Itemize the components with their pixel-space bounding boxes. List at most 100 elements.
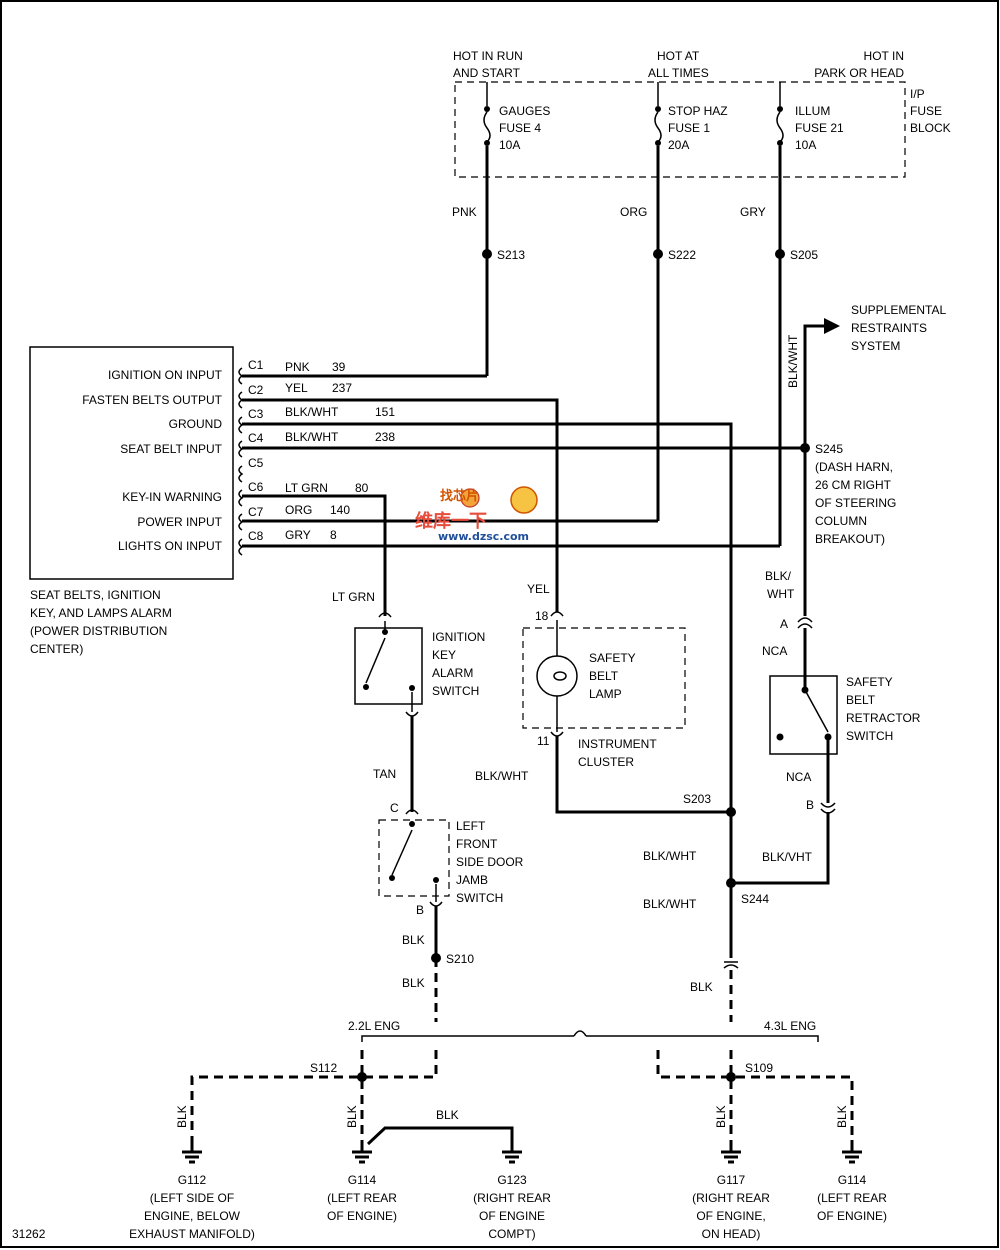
lamp-conn-bottom <box>550 731 564 737</box>
s245-note-5: BREAKOUT) <box>815 532 885 546</box>
engine-left-label: 2.2L ENG <box>348 1019 400 1033</box>
ground-g117-desc3: ON HEAD) <box>702 1227 761 1241</box>
retractor-label-3: RETRACTOR <box>846 711 921 725</box>
fuse-illum: ILLUM FUSE 21 10A <box>776 82 844 152</box>
fuse-illum-num: FUSE 21 <box>795 121 844 135</box>
ground-g112-id: G112 <box>178 1173 207 1187</box>
watermark-mascot-icon <box>510 486 538 514</box>
lamp-filament <box>553 671 567 681</box>
c6-circuit: 80 <box>355 481 369 495</box>
ground-g112-desc2: ENGINE, BELOW <box>144 1209 241 1223</box>
hot-park-line2: PARK OR HEAD <box>814 66 904 80</box>
connector-b-retractor <box>820 802 836 814</box>
ignition-switch-label-2: KEY <box>432 648 456 662</box>
alarm-module-box <box>29 346 234 580</box>
module-caption-1: SEAT BELTS, IGNITION <box>30 588 161 602</box>
connector-a <box>797 617 813 629</box>
door-contact-bottom <box>389 875 395 881</box>
hot-all-line2: ALL TIMES <box>648 66 709 80</box>
splice-s112 <box>357 1072 367 1082</box>
fuse-stop-num: FUSE 1 <box>668 121 710 135</box>
splice-s213-label: S213 <box>497 248 525 262</box>
wire-ground-right <box>656 1050 854 1140</box>
fuse-block-label-2: FUSE <box>910 104 942 118</box>
pin-label-c6: KEY-IN WARNING <box>122 490 222 504</box>
ign-contact-top <box>382 629 388 635</box>
splice-s203-label: S203 <box>683 792 711 806</box>
pin-label-c1: IGNITION ON INPUT <box>108 368 223 382</box>
splice-s245-label: S245 <box>815 442 843 456</box>
splice-s109 <box>726 1072 736 1082</box>
wire-label-blkwht-vertical: BLK/WHT <box>786 334 800 388</box>
fuse-stop-amp: 20A <box>668 138 689 152</box>
retractor-label-4: SWITCH <box>846 729 893 743</box>
instrument-cluster-box <box>522 627 686 729</box>
splice-s112-label: S112 <box>310 1061 337 1075</box>
door-contact-right <box>433 877 439 883</box>
door-conn-top <box>405 809 419 815</box>
retractor-blade <box>804 689 829 733</box>
ground-g114b-id: G114 <box>838 1173 867 1187</box>
ground-g112-desc1: (LEFT SIDE OF <box>150 1191 234 1205</box>
ground-g114b-desc2: OF ENGINE) <box>817 1209 887 1223</box>
wire-label-blkwht-mid: BLK/WHT <box>643 849 697 863</box>
ground-g123-desc1: (RIGHT REAR <box>473 1191 551 1205</box>
ground-g112-desc3: EXHAUST MANIFOLD) <box>129 1227 255 1241</box>
pin-c6: C6 <box>248 480 264 494</box>
fuse-gauges: GAUGES FUSE 4 10A <box>483 82 550 152</box>
pin-c2: C2 <box>248 383 264 397</box>
connector-b-door-label: B <box>416 903 424 917</box>
lamp-pin-top: 18 <box>535 609 549 623</box>
wire-label-pnk: PNK <box>452 205 477 219</box>
srs-line3: SYSTEM <box>851 339 900 353</box>
hot-all-line1: HOT AT <box>657 49 700 63</box>
c7-circuit: 140 <box>330 503 350 517</box>
watermark-cn: 维库一下 <box>415 510 487 532</box>
engine-bracket-right <box>586 1035 819 1042</box>
ground-g123-desc3: COMPT) <box>488 1227 535 1241</box>
retractor-contact-right <box>824 733 832 741</box>
connector-c-label: C <box>390 801 399 815</box>
lamp-label-3: LAMP <box>589 687 622 701</box>
hot-park-line1: HOT IN <box>864 49 904 63</box>
connector-s244-below <box>723 961 739 969</box>
safety-belt-lamp-bulb <box>536 655 578 697</box>
wire-label-blkwht-low: BLK/WHT <box>643 897 697 911</box>
ground-g123-desc2: OF ENGINE <box>479 1209 545 1223</box>
pin-c5: C5 <box>248 456 264 470</box>
pin-c4: C4 <box>248 431 264 445</box>
fuse-gauges-name: GAUGES <box>499 104 550 118</box>
pin-label-c3: GROUND <box>169 417 223 431</box>
pin-c8: C8 <box>248 529 264 543</box>
ground-symbol-g114-left <box>352 1140 372 1164</box>
ground-g123-id: G123 <box>497 1173 527 1187</box>
splice-s205-label: S205 <box>790 248 818 262</box>
wire-label-blk-g123: BLK <box>436 1108 459 1122</box>
c8-circuit: 8 <box>330 528 337 542</box>
wire-label-wht: WHT <box>767 587 795 601</box>
fuse-block-label-1: I/P <box>910 87 925 101</box>
pin-c1: C1 <box>248 358 264 372</box>
pin-label-c7: POWER INPUT <box>137 515 222 529</box>
wire-ground-g112 <box>190 1050 438 1140</box>
ignition-switch-label-3: ALARM <box>432 666 473 680</box>
door-switch-label-2: FRONT <box>456 837 498 851</box>
wire-label-blk-s210: BLK <box>402 976 425 990</box>
module-caption-4: CENTER) <box>30 642 83 656</box>
ground-g114a-desc2: OF ENGINE) <box>327 1209 397 1223</box>
retractor-contact-left <box>776 733 784 741</box>
fuse-block-outline <box>454 81 906 178</box>
door-switch-label-5: SWITCH <box>456 891 503 905</box>
retractor-label-2: BELT <box>846 693 876 707</box>
connector-a-label: A <box>780 617 788 631</box>
watermark-url: www.dzsc.com <box>438 530 529 543</box>
fuse-stop-haz: STOP HAZ FUSE 1 20A <box>654 82 728 152</box>
module-wires <box>242 374 805 812</box>
c3-circuit: 151 <box>375 405 395 419</box>
watermark-logo-icon <box>460 488 480 508</box>
module-caption-3: (POWER DISTRIBUTION <box>30 624 167 638</box>
wire-label-blk-g112: BLK <box>175 1105 189 1128</box>
pin-c7: C7 <box>248 505 264 519</box>
pin-label-c2: FASTEN BELTS OUTPUT <box>82 393 222 407</box>
ground-symbol-g117 <box>721 1140 741 1164</box>
